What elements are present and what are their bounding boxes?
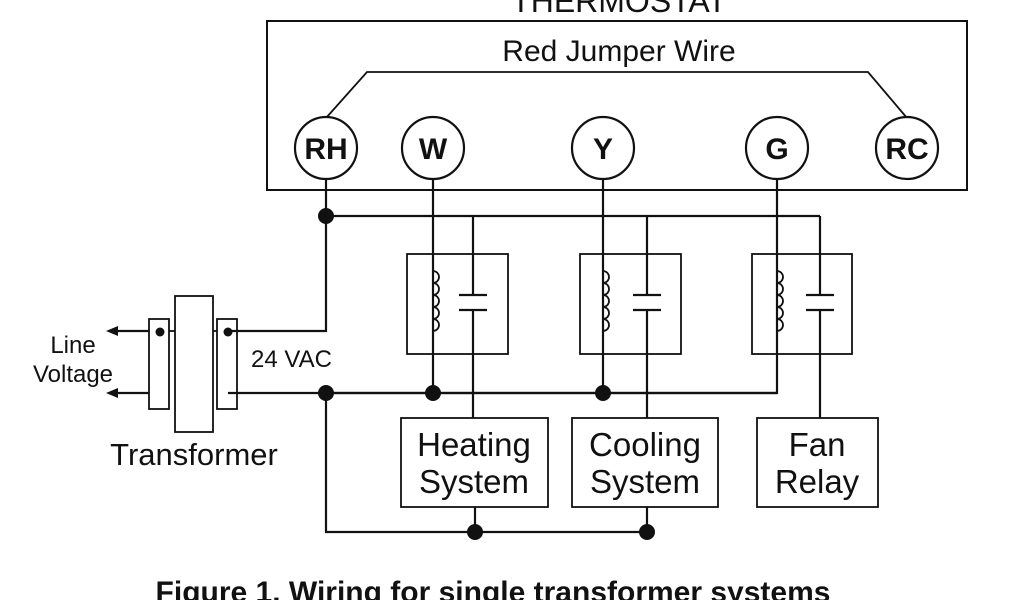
svg-text:G: G [765, 133, 788, 166]
relay-cooling [579, 179, 682, 418]
svg-text:Fan: Fan [789, 426, 846, 463]
jumper-label: Red Jumper Wire [502, 35, 735, 68]
line-voltage-arrows [106, 326, 149, 398]
terminal-rh: RH [293, 115, 359, 181]
terminal-w: W [400, 115, 466, 181]
relay-fan [326, 179, 853, 418]
svg-text:RH: RH [304, 133, 347, 166]
svg-text:System: System [590, 463, 700, 500]
svg-text:System: System [419, 463, 529, 500]
thermostat-box [266, 20, 968, 191]
transformer-label: Transformer [110, 437, 278, 472]
heating-system-box: Heating System [400, 417, 549, 508]
thermostat-title: THERMOSTAT [511, 0, 727, 19]
line-voltage-label-2: Voltage [33, 361, 113, 388]
terminal-y: Y [570, 115, 636, 181]
red-jumper-wire [325, 71, 908, 119]
svg-text:Y: Y [593, 133, 613, 166]
relay-heating [406, 179, 509, 418]
svg-text:Relay: Relay [775, 463, 860, 500]
svg-text:RC: RC [885, 133, 928, 166]
line-voltage-label-1: Line [50, 332, 95, 359]
vac-label: 24 VAC [251, 346, 332, 373]
fan-relay-box: Fan Relay [756, 417, 879, 508]
return-bus [467, 507, 655, 540]
figure-caption: Figure 1. Wiring for single transformer … [156, 576, 831, 600]
svg-text:Cooling: Cooling [589, 426, 701, 463]
transformer [148, 295, 238, 433]
rh-wires [228, 179, 820, 333]
svg-text:W: W [419, 133, 448, 166]
terminal-g: G [744, 115, 810, 181]
svg-text:Heating: Heating [417, 426, 531, 463]
cooling-system-box: Cooling System [571, 417, 719, 508]
terminal-rc: RC [874, 115, 940, 181]
